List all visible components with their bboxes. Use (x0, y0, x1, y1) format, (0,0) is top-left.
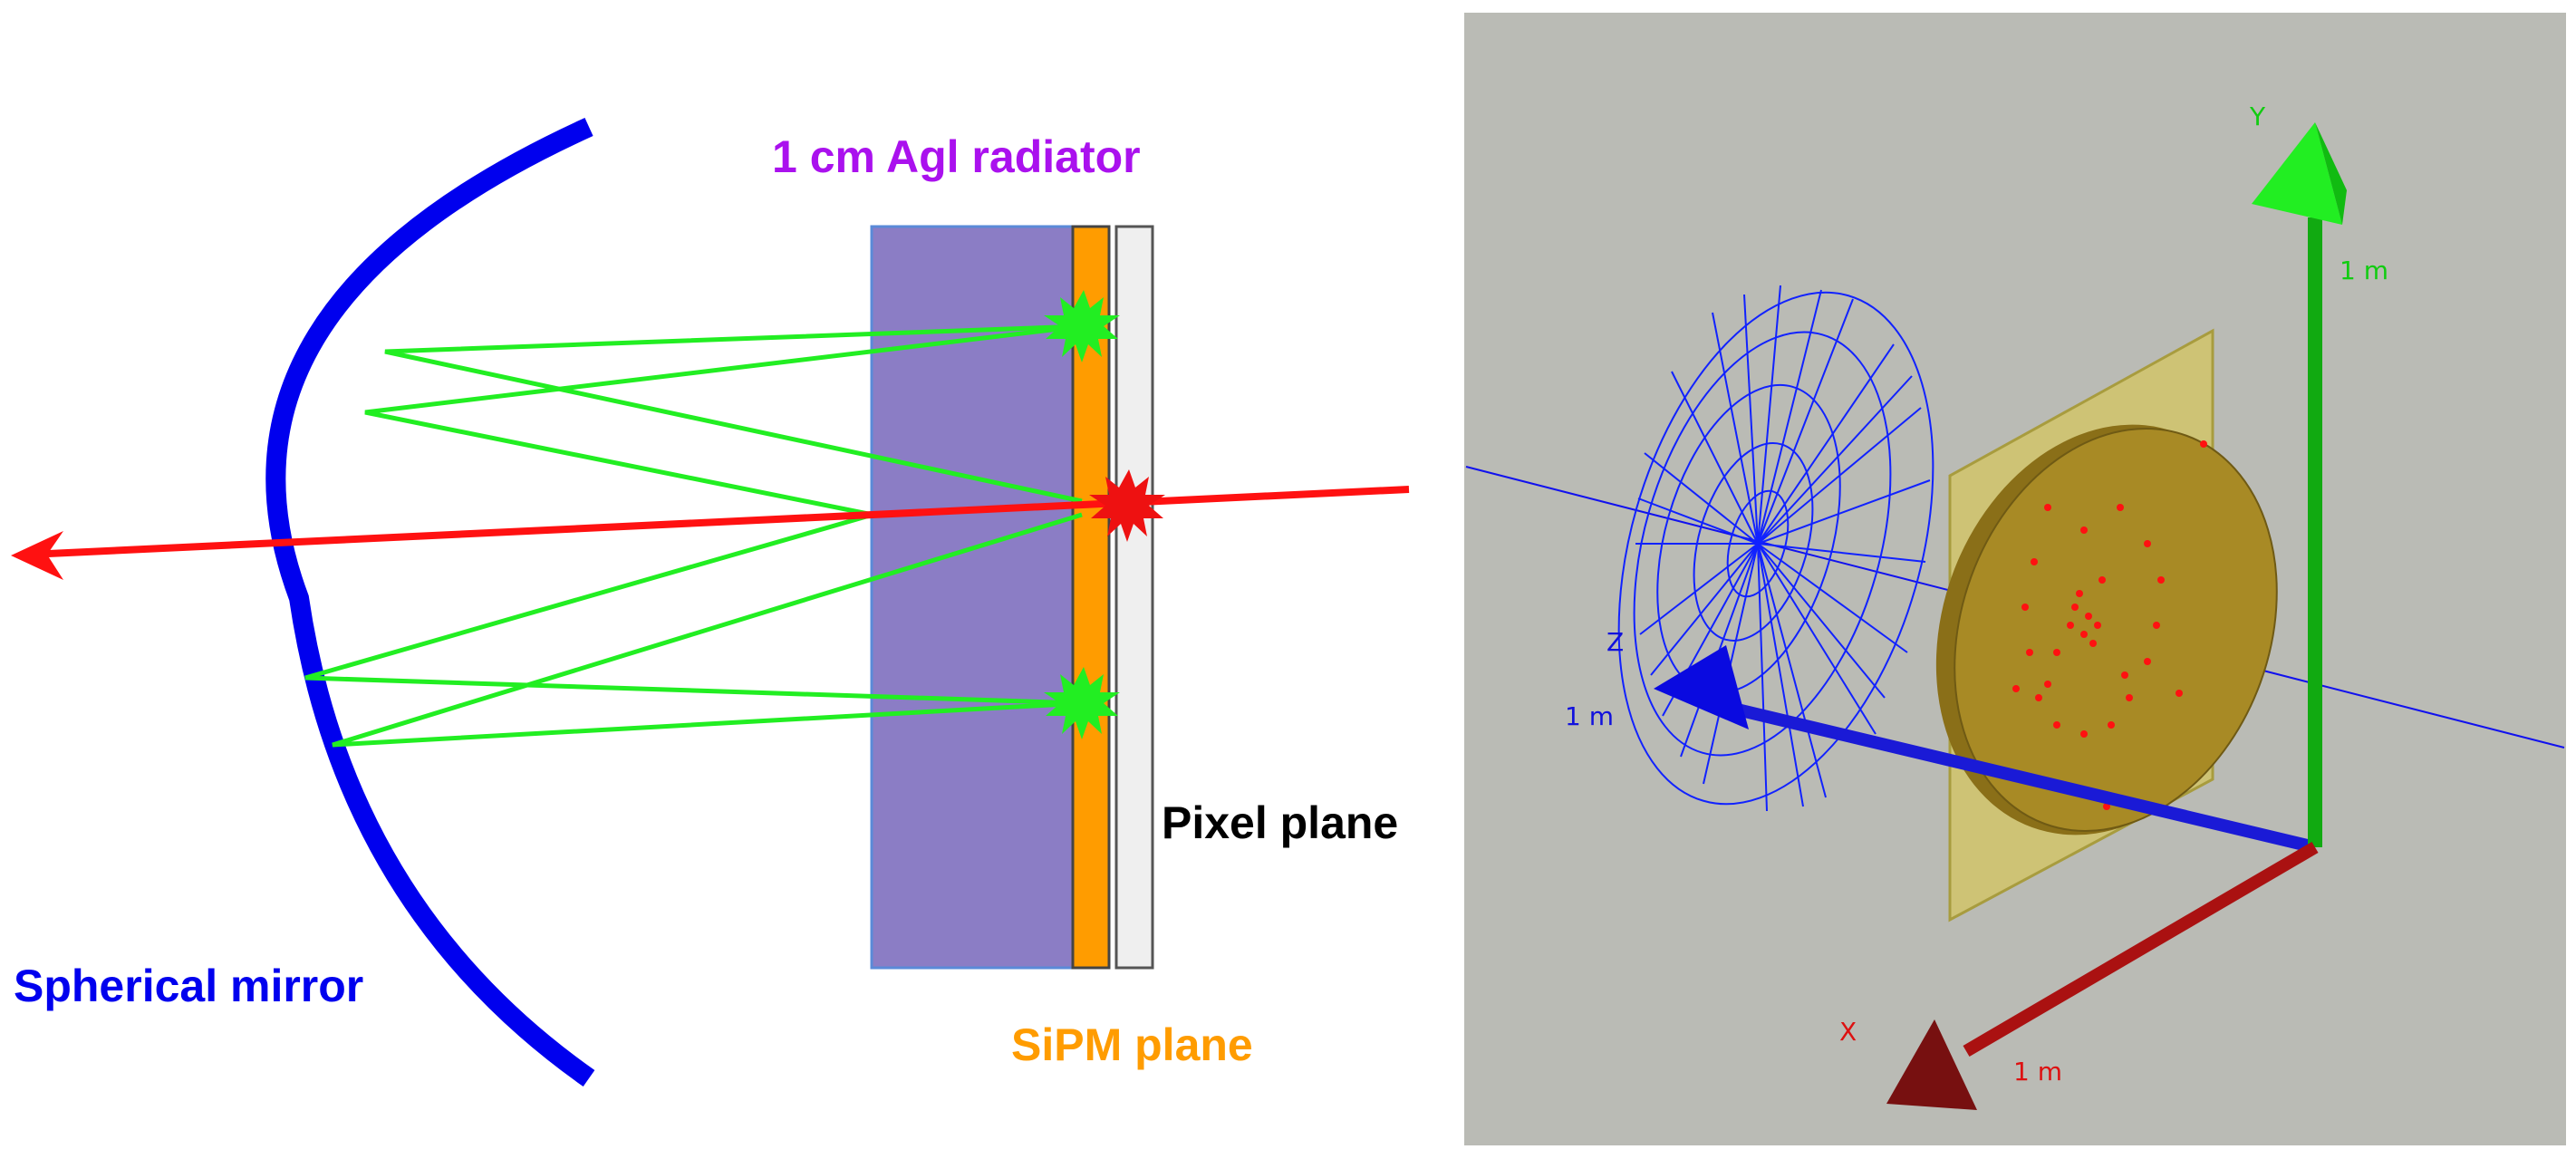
y-axis-scale-label: 1 m (2340, 256, 2388, 285)
cherenkov-photon-paths (304, 324, 1083, 748)
wireframe-mirror (1617, 285, 1934, 812)
left-schematic: 1 cm Agl radiator Pixel plane Spherical … (11, 117, 1410, 1087)
x-axis-arrowhead (1886, 1019, 1977, 1110)
z-axis-shaft (1724, 700, 2317, 854)
y-axis-label: Y (2249, 101, 2266, 131)
pixel-plane-label: Pixel plane (1162, 797, 1398, 848)
particle-hit-burst (1089, 469, 1165, 542)
z-axis-scale-label: 1 m (1565, 701, 1614, 731)
spherical-mirror-label: Spherical mirror (14, 961, 363, 1011)
particle-track (28, 486, 1410, 558)
pixel-plane-strip (1114, 225, 1154, 970)
y-axis-arrowhead-side (2315, 122, 2347, 225)
photon-hit-burst-upper (1044, 290, 1120, 362)
particle-arrowhead (11, 531, 63, 580)
x-axis-shaft (1963, 841, 2319, 1058)
sipm-disk (1954, 428, 2278, 832)
z-axis-arrowhead (1654, 645, 1749, 729)
x-axis-scale-label: 1 m (2013, 1057, 2062, 1087)
radiator-label: 1 cm Agl radiator (772, 131, 1141, 182)
sipm-plane-label: SiPM plane (1011, 1019, 1253, 1070)
agl-radiator-block (870, 225, 1075, 970)
right-3d-view: Y 1 m Z 1 m X 1 m (1464, 13, 2566, 1145)
y-axis-arrowhead (2252, 122, 2342, 225)
hit-points (2012, 440, 2207, 810)
z-axis-label: Z (1606, 627, 1624, 657)
x-axis-label: X (1839, 1017, 1857, 1047)
spherical-mirror-arc (265, 117, 595, 1087)
photon-hit-burst-lower (1044, 667, 1120, 739)
